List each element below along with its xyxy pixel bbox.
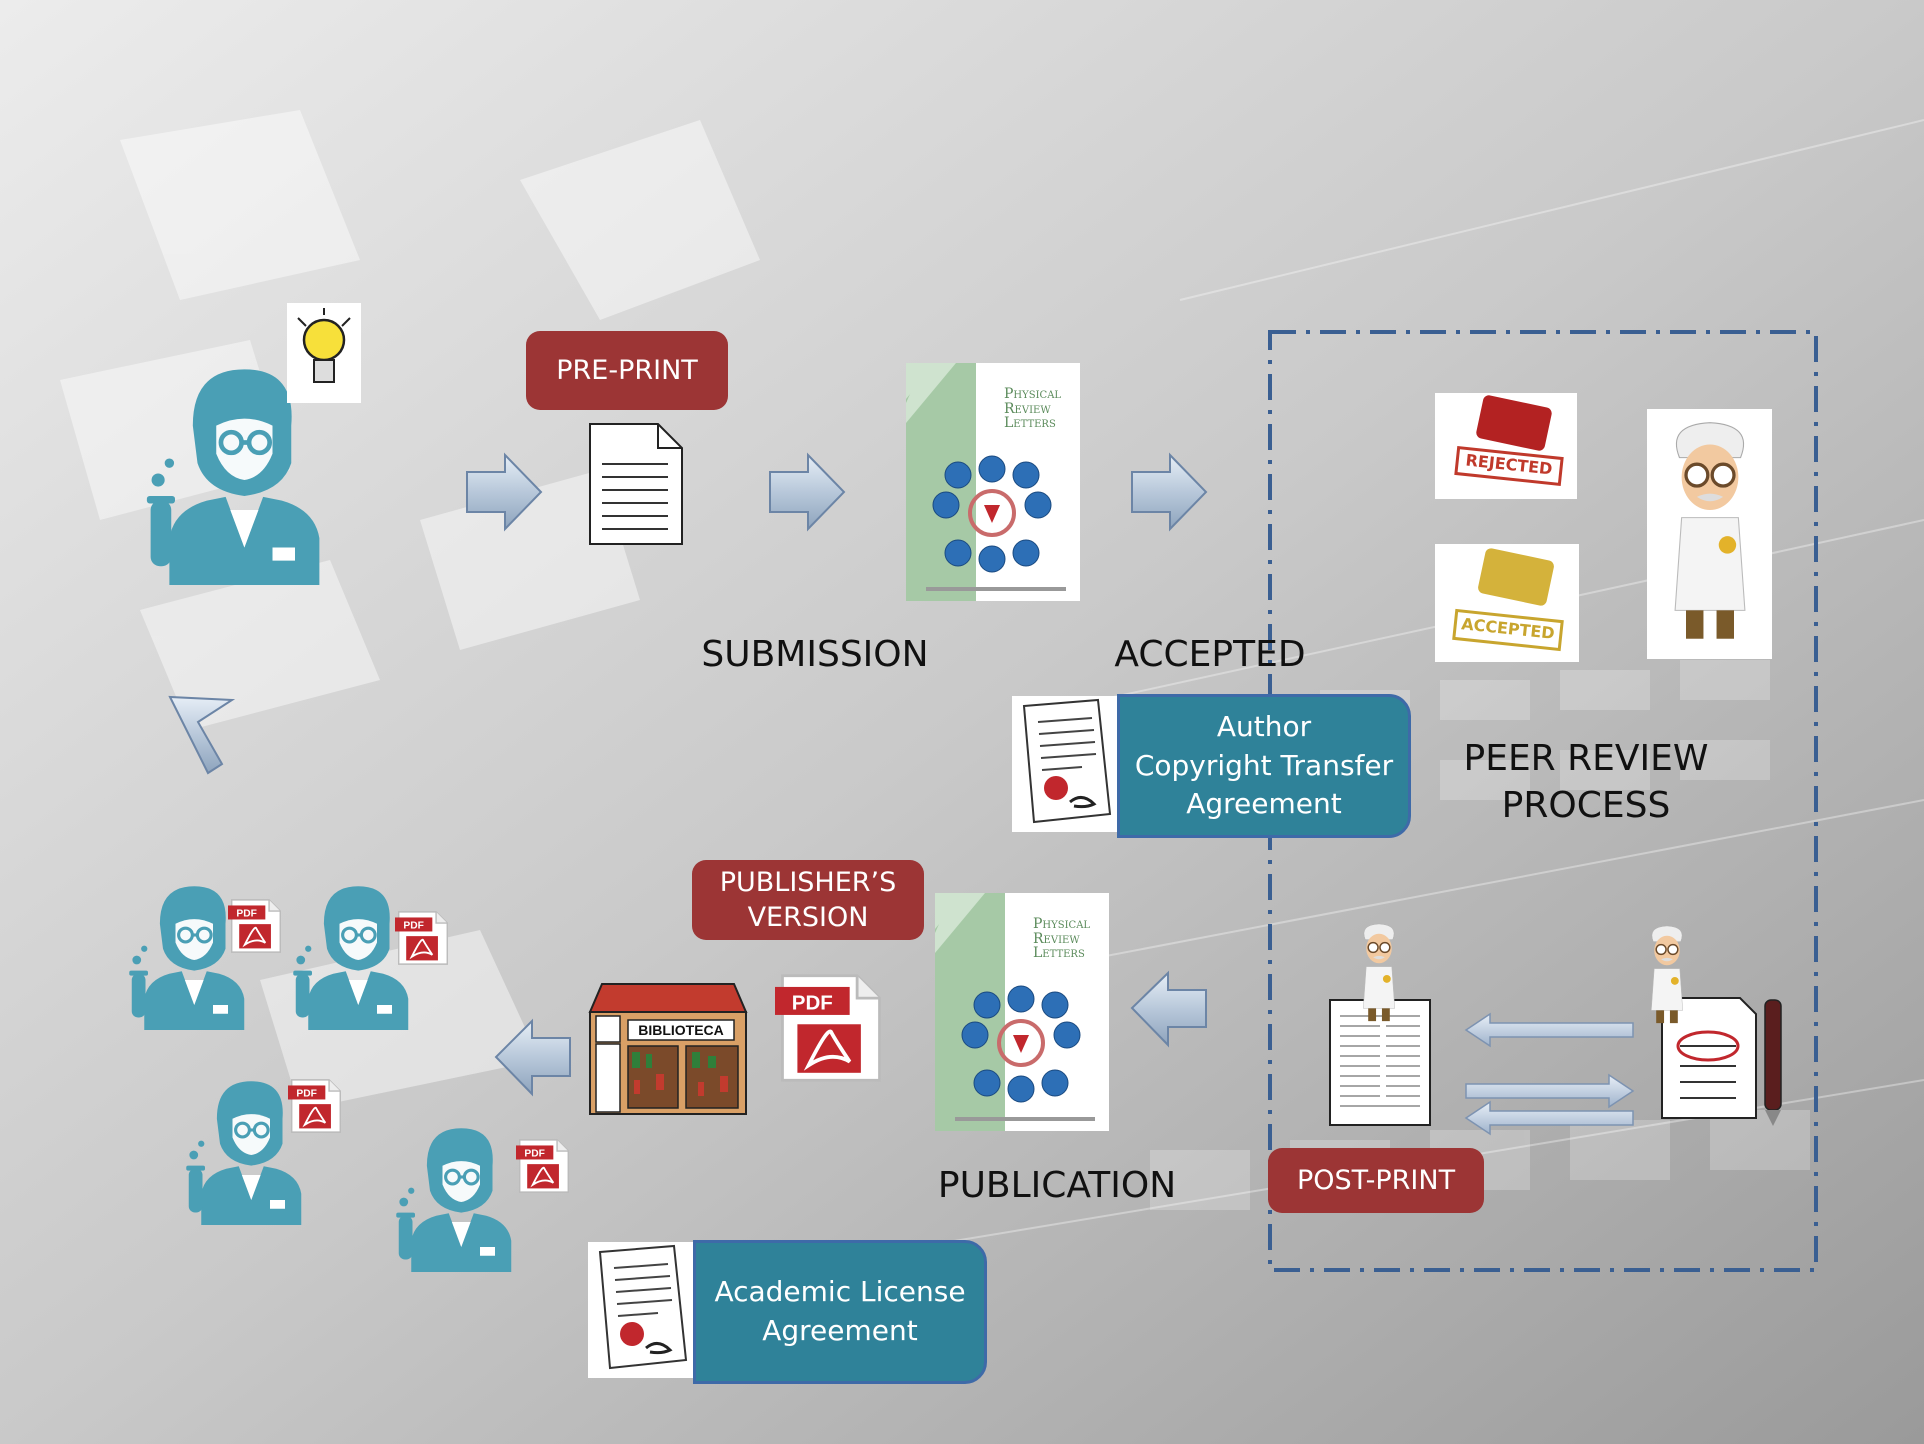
- publishers-pdf-icon: [775, 973, 882, 1083]
- reviewer-professor-small-icon: [1650, 925, 1684, 1024]
- peer-review-label: PEER REVIEW PROCESS: [1456, 736, 1716, 830]
- license-document-icon: [588, 1242, 696, 1378]
- exchange-arrow-left-top: [1464, 1012, 1634, 1048]
- postprint-label: POST-PRINT: [1268, 1148, 1484, 1213]
- preprint-document-icon: [589, 423, 683, 545]
- author-agreement-box: Author Copyright Transfer Agreement: [1117, 694, 1411, 838]
- accepted-stamp-icon: ACCEPTED: [1435, 544, 1579, 662]
- submission-label: SUBMISSION: [701, 634, 929, 675]
- preprint-label-text: PRE-PRINT: [556, 354, 698, 386]
- library-icon: [588, 983, 748, 1115]
- academic-license-line2: Agreement: [762, 1314, 918, 1347]
- arrow-to-publication: [1130, 970, 1207, 1048]
- arrow-up-to-author: [168, 695, 236, 775]
- library-sign-text: BIBLIOTECA: [638, 1022, 724, 1038]
- pdf-icon: [288, 1078, 342, 1134]
- pdf-icon: [395, 910, 449, 966]
- arrow-to-accepted: [1131, 452, 1208, 532]
- contract-document-icon: [1012, 696, 1120, 832]
- postprint-label-text: POST-PRINT: [1296, 1164, 1456, 1196]
- pdf-icon: [516, 1138, 570, 1194]
- pen-icon: [1764, 999, 1782, 1126]
- academic-license-box: Academic License Agreement: [693, 1240, 987, 1384]
- arrow-to-preprint: [466, 452, 543, 532]
- exchange-arrow-right: [1465, 1073, 1635, 1109]
- exchange-arrow-left-bottom: [1464, 1100, 1634, 1136]
- peer-review-line1: PEER REVIEW: [1463, 738, 1709, 779]
- publishers-version-label: PUBLISHER’S VERSION: [692, 860, 924, 940]
- author-agreement-line2: Copyright Transfer: [1134, 748, 1394, 782]
- author-agreement-line1: Author: [1216, 710, 1312, 744]
- author-professor-small-icon: [1362, 923, 1396, 1022]
- manuscript-page-icon: [1329, 999, 1431, 1126]
- reviewed-document-icon: [1661, 997, 1757, 1119]
- accepted-label: ACCEPTED: [1114, 634, 1306, 675]
- peer-review-line2: PROCESS: [1501, 784, 1671, 826]
- rejected-stamp-icon: REJECTED: [1435, 393, 1577, 499]
- author-agreement-line3: Agreement: [1186, 787, 1342, 821]
- publishers-version-line1: PUBLISHER’S: [719, 866, 897, 898]
- publication-label: PUBLICATION: [937, 1165, 1177, 1206]
- preprint-label: PRE-PRINT: [526, 331, 728, 410]
- publishers-version-line2: VERSION: [747, 902, 869, 933]
- academic-license-line1: Academic License: [714, 1275, 966, 1309]
- arrow-to-submission: [769, 452, 846, 532]
- arrow-to-readers: [494, 1018, 571, 1097]
- peer-review-border: [1268, 330, 1818, 1272]
- peer-reviewer-professor-icon: [1673, 420, 1747, 641]
- pdf-icon: [228, 898, 282, 954]
